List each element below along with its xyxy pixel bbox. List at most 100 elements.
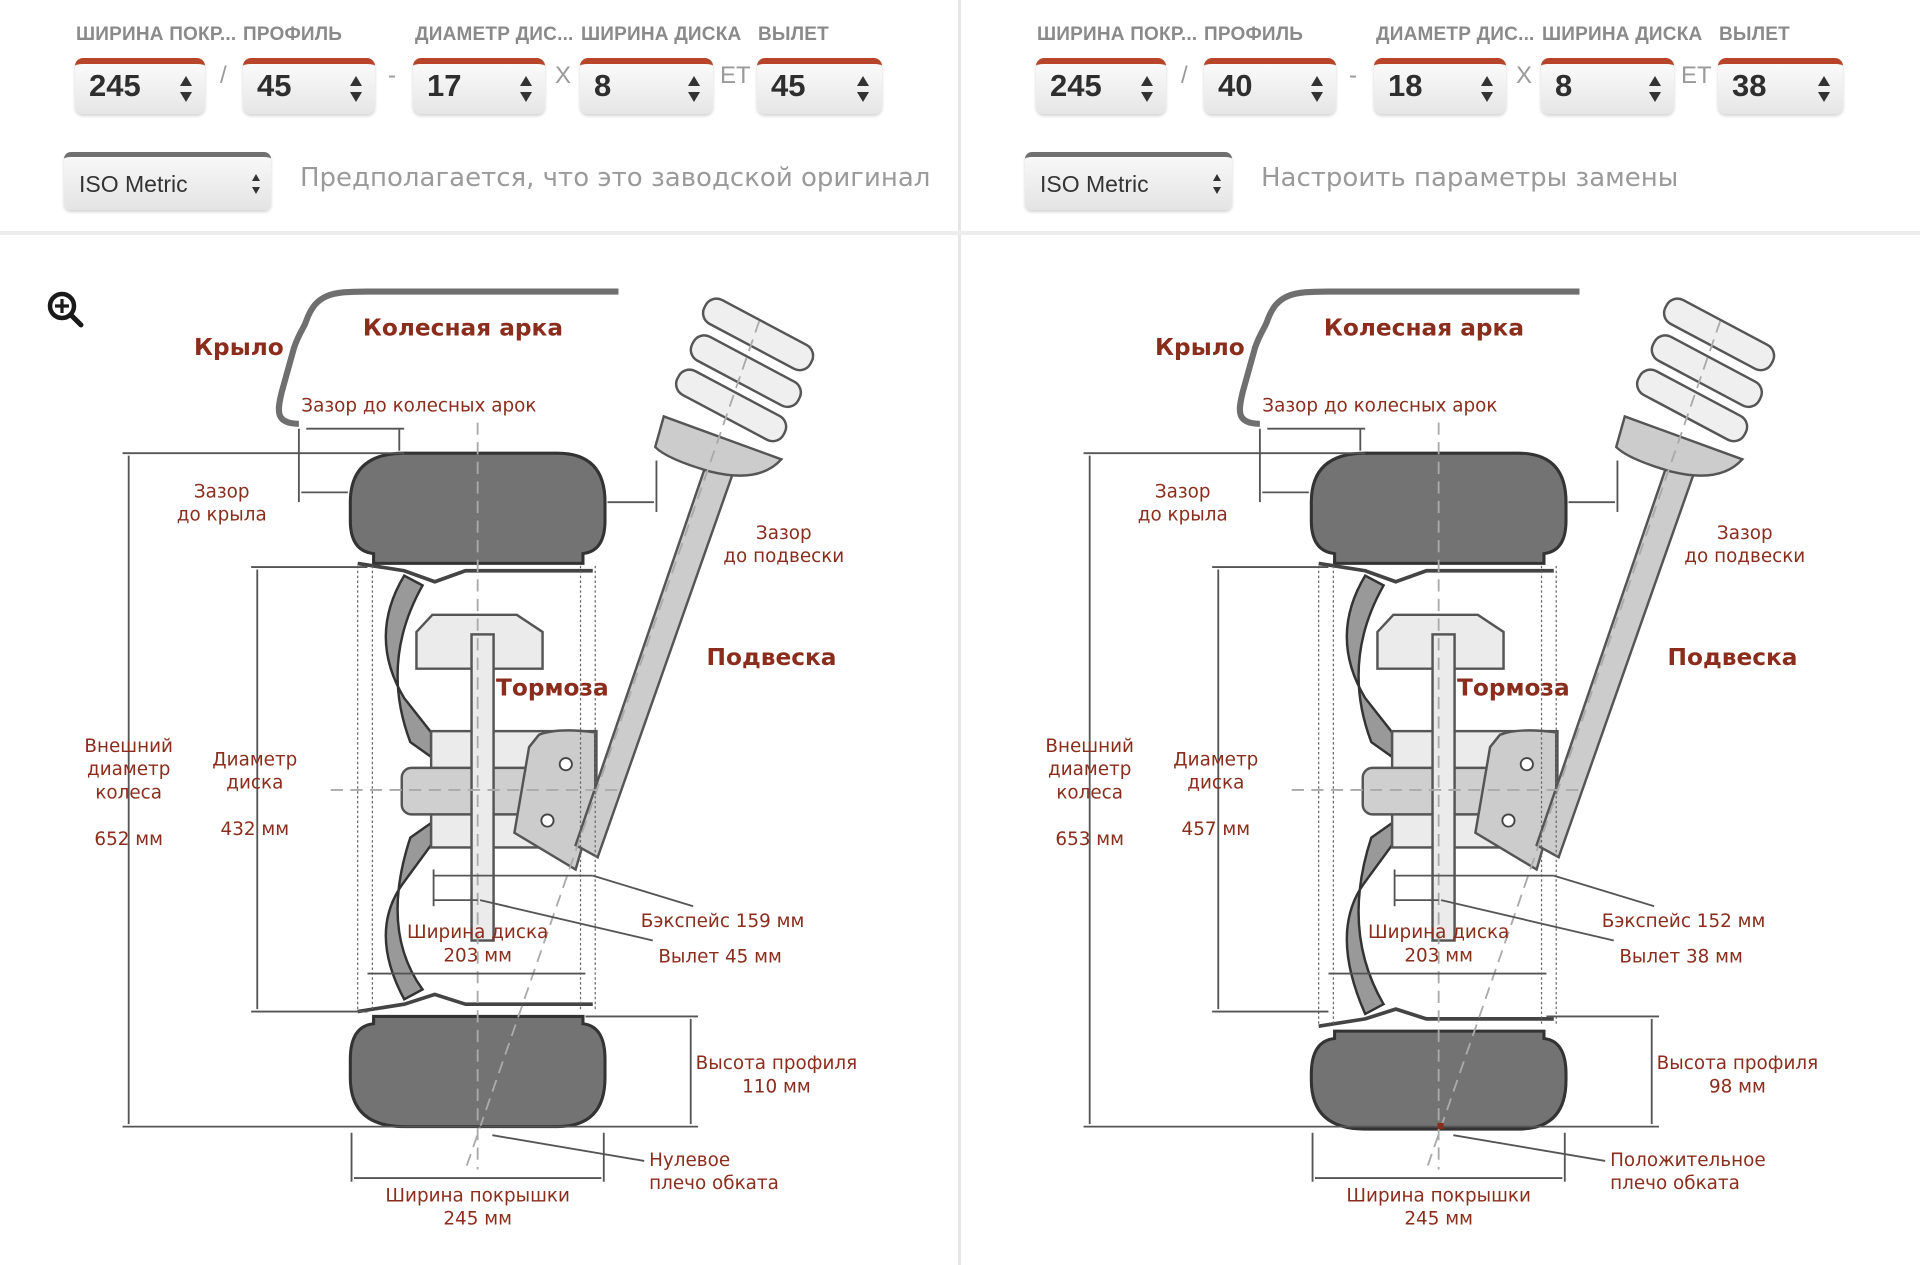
field-label: ПРОФИЛЬ	[1204, 24, 1304, 45]
x-separator: X	[555, 62, 572, 89]
wheel-arch-label: Колесная арка	[363, 315, 563, 342]
fender-label: Крыло	[194, 334, 284, 361]
outer-diameter-label: колеса	[1056, 782, 1123, 803]
sidewall-label: Высота профиля	[696, 1053, 858, 1074]
backspace-label: Бэкспейс 159 мм	[641, 911, 805, 932]
rim-width-label: Ширина диска	[407, 922, 548, 943]
steering-knuckle	[1474, 729, 1558, 872]
steering-axis	[464, 320, 761, 1170]
tire-width-value: 245 мм	[1404, 1209, 1473, 1230]
panel-divider	[958, 0, 961, 1265]
header-divider	[0, 231, 1920, 235]
spring-seat	[653, 414, 784, 477]
brake-disc	[1431, 633, 1456, 942]
unit-system-select[interactable]: ISO Metric	[1025, 152, 1232, 210]
axle	[400, 766, 538, 816]
zoom-in-button[interactable]	[46, 290, 86, 330]
offset-label: Вылет 45 мм	[658, 947, 782, 968]
offset-select[interactable]: 38	[1718, 58, 1843, 114]
rim-width-select[interactable]: 8	[580, 58, 713, 114]
arch-clearance-label: Зазор до колесных арок	[301, 396, 536, 417]
rim-width-label: Ширина диска	[1368, 922, 1509, 943]
stepper-arrows-icon	[688, 76, 700, 102]
axle	[1361, 766, 1499, 816]
stepper-arrows-icon	[350, 76, 362, 102]
suspension-label: Подвеска	[1668, 644, 1798, 671]
field-label: ВЫЛЕТ	[1719, 24, 1790, 45]
select-value: 17	[427, 68, 462, 103]
rim-diameter-label: Диаметр	[1173, 749, 1258, 770]
rim-spoke-upper	[384, 573, 433, 760]
rim-spoke-upper	[1345, 573, 1394, 760]
rim-diameter-label: диска	[226, 773, 283, 794]
outer-diameter-value: 653 мм	[1055, 829, 1124, 850]
select-value: 45	[257, 68, 292, 103]
original-panel: ШИРИНА ПОКР... ПРОФИЛЬ ДИАМЕТР ДИС... ШИ…	[0, 0, 959, 1265]
backspace-label: Бэкспейс 152 мм	[1602, 911, 1766, 932]
offset-leader	[479, 899, 653, 942]
knuckle-hole	[1519, 757, 1534, 772]
outer-diameter-label: диаметр	[1048, 759, 1131, 780]
steering-axis	[1425, 320, 1722, 1170]
stepper-arrows-icon	[1141, 76, 1153, 102]
profile-select[interactable]: 40	[1204, 58, 1336, 114]
stepper-arrows-icon	[1818, 76, 1830, 102]
fender-line	[275, 288, 619, 427]
suspension-clearance-label: до подвески	[723, 546, 844, 567]
rim-width-value: 203 мм	[443, 945, 512, 966]
fender-line	[1236, 288, 1580, 427]
suspension-clearance-label: Зазор	[756, 523, 812, 544]
fender-label: Крыло	[1155, 334, 1245, 361]
outer-diameter-value: 652 мм	[94, 829, 163, 850]
knuckle-hole	[558, 757, 573, 772]
knuckle-hole	[540, 813, 555, 828]
spring-coil	[1662, 297, 1776, 372]
sidewall-label: Высота профиля	[1657, 1053, 1819, 1074]
spring-coil	[689, 334, 803, 409]
dash-separator: -	[1349, 62, 1357, 89]
select-arrows-icon	[252, 174, 260, 194]
rim-diameter-select[interactable]: 18	[1374, 58, 1506, 114]
rim-width-select[interactable]: 8	[1541, 58, 1674, 114]
spring-coil	[701, 297, 815, 372]
unit-system-value: ISO Metric	[1040, 171, 1149, 197]
dash-separator: -	[388, 62, 396, 89]
rim-diameter-value: 432 мм	[221, 819, 290, 840]
sidewall-value: 98 мм	[1709, 1076, 1766, 1097]
stepper-arrows-icon	[1481, 76, 1493, 102]
brakes-label: Тормоза	[496, 675, 609, 702]
offset-label: Вылет 38 мм	[1619, 947, 1743, 968]
fender-clearance-label: до крыла	[1138, 505, 1228, 526]
offset-select[interactable]: 45	[757, 58, 882, 114]
select-value: 40	[1218, 68, 1253, 103]
brake-disc	[470, 633, 495, 942]
unit-system-select[interactable]: ISO Metric	[64, 152, 271, 210]
steering-knuckle	[513, 729, 597, 872]
scrub-radius-label: плечо обката	[1610, 1173, 1740, 1194]
stepper-arrows-icon	[180, 76, 192, 102]
tire-width-select[interactable]: 245	[1036, 58, 1166, 114]
brakes-label: Тормоза	[1457, 675, 1570, 702]
rim-diameter-select[interactable]: 17	[413, 58, 545, 114]
field-label: ШИРИНА ПОКР...	[76, 24, 237, 45]
suspension-label: Подвеска	[707, 644, 837, 671]
field-label: ШИРИНА ДИСКА	[581, 24, 742, 45]
profile-select[interactable]: 45	[243, 58, 375, 114]
select-value: 245	[1050, 68, 1102, 103]
field-label: ПРОФИЛЬ	[243, 24, 343, 45]
select-value: 8	[1555, 68, 1573, 103]
scrub-radius-label: Нулевое	[649, 1150, 730, 1171]
tire-width-select[interactable]: 245	[75, 58, 205, 114]
scrub-leader	[492, 1134, 645, 1162]
scrub-point-marker	[1437, 1122, 1444, 1130]
field-label: ШИРИНА ПОКР...	[1037, 24, 1198, 45]
outer-diameter-label: Внешний	[1045, 736, 1134, 757]
field-label: ДИАМЕТР ДИС...	[415, 24, 574, 45]
rim-diameter-value: 457 мм	[1182, 819, 1251, 840]
rim-spoke-lower	[1345, 820, 1394, 1016]
sidewall-value: 110 мм	[742, 1076, 811, 1097]
scrub-leader	[1453, 1134, 1606, 1162]
select-value: 45	[771, 68, 806, 103]
wheel-arch-label: Колесная арка	[1324, 315, 1524, 342]
